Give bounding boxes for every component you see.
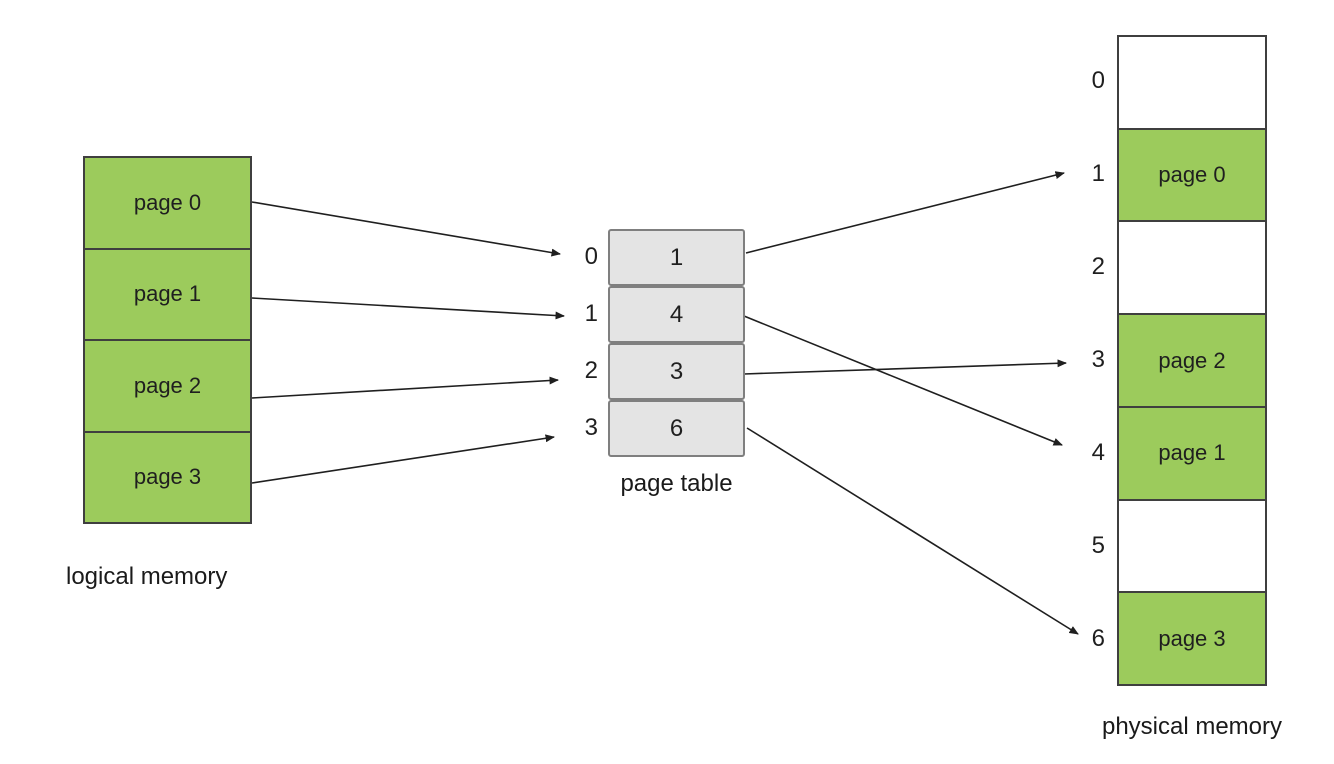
physical-frame-content-1: page 0 bbox=[1158, 162, 1226, 188]
physical-memory-box: page 0 page 2 page 1 page 3 bbox=[1117, 35, 1267, 686]
page-table-entry-2: 3 bbox=[608, 343, 745, 400]
physical-frame-index-4: 4 bbox=[1091, 439, 1105, 466]
page-table-value-2: 3 bbox=[669, 357, 684, 385]
physical-frame-index-5: 5 bbox=[1091, 532, 1105, 559]
arrow-page0-to-entry0 bbox=[251, 201, 561, 257]
arrow-entry2-to-frame3 bbox=[743, 359, 1067, 375]
physical-frame-4: page 1 bbox=[1119, 405, 1265, 499]
page-table-index-1: 1 bbox=[584, 300, 598, 327]
logical-page-label-1: page 1 bbox=[133, 281, 202, 307]
physical-frame-6: page 3 bbox=[1119, 591, 1265, 685]
arrow-entry3-to-frame6 bbox=[746, 427, 1079, 635]
arrow-page2-to-entry2 bbox=[251, 376, 559, 399]
arrow-page1-to-entry1 bbox=[251, 297, 565, 320]
logical-page-cell-1: page 1 bbox=[85, 247, 250, 340]
page-table-entry-1: 4 bbox=[608, 286, 745, 343]
logical-memory-box: page 0 page 1 page 2 page 3 bbox=[83, 156, 252, 524]
logical-page-cell-2: page 2 bbox=[85, 339, 250, 431]
physical-frame-5 bbox=[1119, 498, 1265, 592]
physical-frame-index-2: 2 bbox=[1091, 253, 1105, 280]
physical-frame-content-6: page 3 bbox=[1158, 625, 1226, 651]
page-table-index-3: 3 bbox=[584, 414, 598, 441]
physical-frame-index-3: 3 bbox=[1091, 346, 1105, 373]
physical-frame-3: page 2 bbox=[1119, 313, 1265, 406]
physical-frame-1: page 0 bbox=[1119, 127, 1265, 221]
page-table-value-1: 4 bbox=[669, 300, 684, 328]
physical-frame-index-6: 6 bbox=[1091, 625, 1105, 652]
page-table-box: 1 4 3 6 bbox=[608, 229, 745, 457]
physical-frame-0 bbox=[1119, 37, 1265, 128]
arrow-entry0-to-frame1 bbox=[745, 171, 1065, 254]
physical-frame-index-1: 1 bbox=[1091, 160, 1105, 187]
physical-frame-2 bbox=[1119, 220, 1265, 314]
page-table-label: page table bbox=[620, 470, 733, 497]
page-table-index-2: 2 bbox=[584, 357, 598, 384]
physical-frame-content-3: page 2 bbox=[1158, 347, 1226, 373]
logical-page-cell-3: page 3 bbox=[85, 430, 250, 523]
physical-frame-index-0: 0 bbox=[1091, 67, 1105, 94]
logical-page-label-3: page 3 bbox=[133, 464, 202, 490]
page-table-value-0: 1 bbox=[669, 243, 684, 271]
page-table-value-3: 6 bbox=[669, 414, 684, 442]
physical-frame-content-4: page 1 bbox=[1158, 440, 1226, 466]
page-table-entry-3: 6 bbox=[608, 400, 745, 457]
logical-page-cell-0: page 0 bbox=[85, 158, 250, 248]
page-table-index-0: 0 bbox=[584, 243, 598, 270]
page-table-entry-0: 1 bbox=[608, 229, 745, 286]
logical-page-label-0: page 0 bbox=[133, 189, 202, 215]
physical-memory-label: physical memory bbox=[1101, 713, 1283, 740]
arrow-entry1-to-frame4 bbox=[743, 315, 1063, 446]
arrow-page3-to-entry3 bbox=[251, 434, 555, 484]
logical-page-label-2: page 2 bbox=[133, 372, 202, 398]
logical-memory-label: logical memory bbox=[66, 563, 228, 590]
